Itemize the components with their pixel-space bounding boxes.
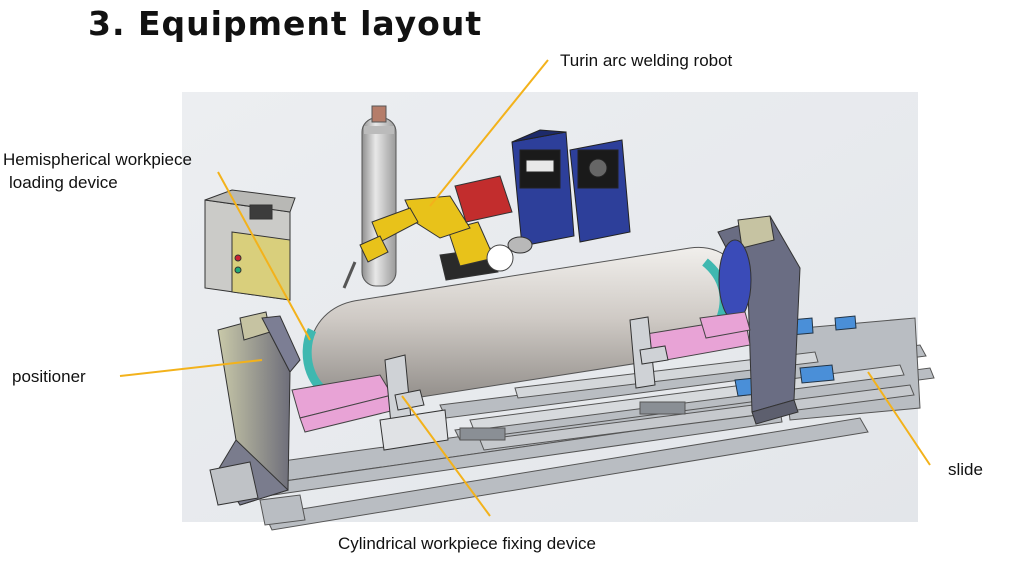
welding-robot: [342, 175, 533, 289]
leader-positioner: [119, 359, 263, 377]
label-slide: slide: [948, 460, 983, 479]
leader-robot: [429, 59, 549, 207]
left-positioner: [209, 311, 301, 506]
label-hemispherical-line2: loading device: [9, 173, 118, 192]
leader-cylindrical: [401, 395, 491, 517]
label-robot: Turin arc welding robot: [560, 51, 733, 70]
welding-power-sources: [511, 129, 631, 247]
right-positioner: [717, 215, 801, 425]
label-cylindrical: Cylindrical workpiece fixing device: [338, 534, 596, 553]
leader-hemispherical: [217, 171, 311, 341]
label-positioner: positioner: [12, 367, 86, 386]
leader-lines: [119, 59, 931, 517]
control-cabinet: [204, 189, 296, 301]
page-title: 3. Equipment layout: [88, 4, 483, 43]
label-hemispherical-line1: Hemispherical workpiece: [3, 150, 192, 169]
leader-slide: [867, 371, 931, 466]
fixing-clamps: [379, 316, 669, 451]
